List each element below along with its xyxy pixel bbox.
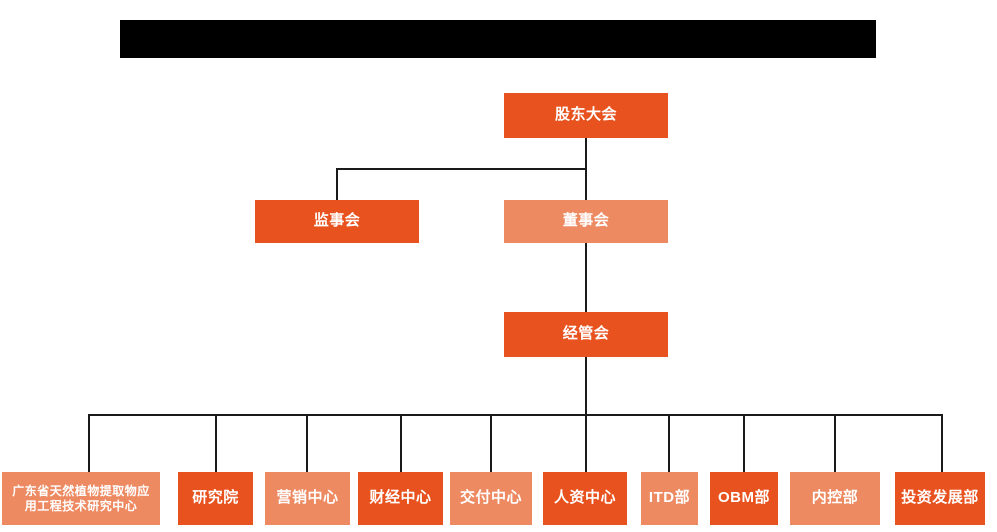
connector-management-stem [585,356,587,416]
connector-departments-bus [88,414,943,416]
connector-drop-finance [400,414,402,472]
node-board-label: 董事会 [562,212,610,230]
connector-shareholders-stem [585,138,587,169]
node-hr-center[interactable]: 人资中心 [543,472,627,525]
connector-board-to-management [585,242,587,312]
node-obm-department[interactable]: OBM部 [710,472,778,525]
connector-drop-internal-ctl [834,414,836,472]
node-obm-department-label: OBM部 [718,489,770,507]
connector-drop-itd [668,414,670,472]
node-finance-center[interactable]: 财经中心 [358,472,443,525]
node-itd-department-label: ITD部 [648,489,691,507]
redacted-title-bar [120,20,876,58]
node-marketing-center[interactable]: 营销中心 [265,472,350,525]
node-shareholders[interactable]: 股东大会 [504,93,668,138]
node-supervisory[interactable]: 监事会 [255,200,419,243]
connector-drop-institute [215,414,217,472]
node-board[interactable]: 董事会 [504,200,668,243]
connector-drop-delivery [490,414,492,472]
connector-level1-bus [336,168,587,170]
node-institute-label: 研究院 [192,489,239,507]
connector-drop-supervisory [336,168,338,201]
connector-drop-board [585,168,587,201]
node-investment-development-department[interactable]: 投资发展部 [895,472,985,525]
node-marketing-center-label: 营销中心 [276,489,339,507]
connector-drop-obm [743,414,745,472]
node-internal-control-department[interactable]: 内控部 [790,472,880,525]
node-finance-center-label: 财经中心 [369,489,432,507]
node-research-center[interactable]: 广东省天然植物提取物应 用工程技术研究中心 [2,472,160,525]
connector-drop-investment [941,414,943,472]
node-institute[interactable]: 研究院 [178,472,253,525]
node-delivery-center-label: 交付中心 [459,489,522,507]
node-delivery-center[interactable]: 交付中心 [450,472,532,525]
connector-drop-research-ctr [88,414,90,472]
connector-drop-hr [585,414,587,472]
node-investment-development-department-label: 投资发展部 [901,489,979,507]
node-supervisory-label: 监事会 [313,212,361,230]
node-shareholders-label: 股东大会 [554,106,617,124]
node-itd-department[interactable]: ITD部 [641,472,698,525]
node-internal-control-department-label: 内控部 [811,489,859,507]
node-management-label: 经管会 [562,325,610,343]
node-management[interactable]: 经管会 [504,312,668,357]
node-hr-center-label: 人资中心 [553,489,616,507]
node-research-center-label: 广东省天然植物提取物应 用工程技术研究中心 [12,483,150,513]
connector-drop-marketing [306,414,308,472]
